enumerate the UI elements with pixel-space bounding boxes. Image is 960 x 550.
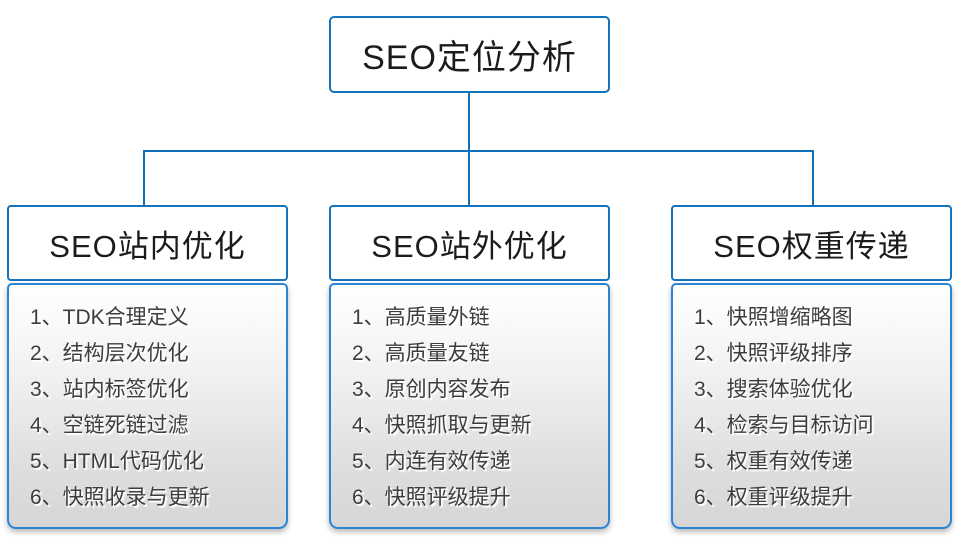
column-header-weight: SEO权重传递: [671, 205, 952, 281]
list-item: 1、高质量外链: [352, 306, 490, 329]
list-item: 2、高质量友链: [352, 342, 490, 365]
connector-root-vertical: [468, 93, 470, 152]
list-item: 6、权重评级提升: [694, 486, 853, 509]
connector-drop-left: [143, 150, 145, 206]
list-item: 4、空链死链过滤: [30, 414, 189, 437]
column-list-offsite: 1、高质量外链 2、高质量友链 3、原创内容发布 4、快照抓取与更新 5、内连有…: [329, 283, 610, 529]
root-node: SEO定位分析: [329, 16, 610, 93]
list-item: 5、权重有效传递: [694, 450, 853, 473]
list-item: 3、站内标签优化: [30, 378, 189, 401]
list-item: 3、原创内容发布: [352, 378, 511, 401]
list-item: 6、快照收录与更新: [30, 486, 210, 509]
column-header-onsite: SEO站内优化: [7, 205, 288, 281]
list-item: 6、快照评级提升: [352, 486, 511, 509]
list-item: 4、检索与目标访问: [694, 414, 874, 437]
column-header-label: SEO权重传递: [713, 228, 910, 264]
column-header-offsite: SEO站外优化: [329, 205, 610, 281]
list-item: 5、内连有效传递: [352, 450, 511, 473]
list-item: 3、搜索体验优化: [694, 378, 853, 401]
list-item: 5、HTML代码优化: [30, 450, 204, 473]
column-list-weight: 1、快照增缩略图 2、快照评级排序 3、搜索体验优化 4、检索与目标访问 5、权…: [671, 283, 952, 529]
connector-horizontal: [143, 150, 814, 152]
column-header-label: SEO站内优化: [49, 228, 246, 264]
connector-drop-right: [812, 150, 814, 206]
connector-drop-center: [468, 150, 470, 206]
list-item: 1、快照增缩略图: [694, 306, 853, 329]
list-item: 2、快照评级排序: [694, 342, 853, 365]
list-item: 2、结构层次优化: [30, 342, 189, 365]
root-title: SEO定位分析: [362, 39, 577, 77]
column-list-onsite: 1、TDK合理定义 2、结构层次优化 3、站内标签优化 4、空链死链过滤 5、H…: [7, 283, 288, 529]
list-item: 1、TDK合理定义: [30, 306, 189, 329]
column-header-label: SEO站外优化: [371, 228, 568, 264]
list-item: 4、快照抓取与更新: [352, 414, 532, 437]
